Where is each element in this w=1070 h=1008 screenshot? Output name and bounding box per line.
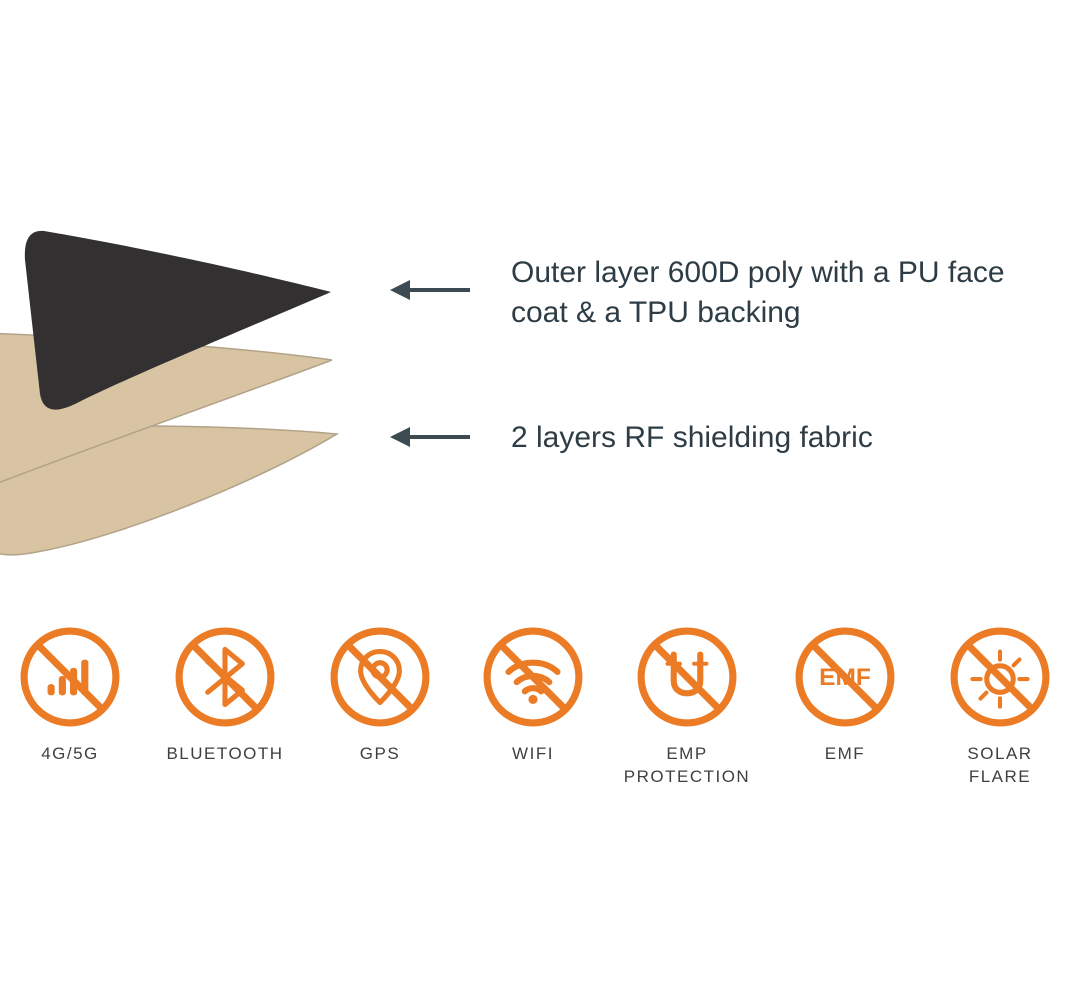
badge-emp-protection: EMP PROTECTION [607, 626, 767, 789]
arrow-left-icon [390, 280, 470, 300]
badge-label: 4G/5G [41, 744, 99, 763]
arrow-left-icon [390, 427, 470, 447]
annotation-rf-shielding: 2 layers RF shielding fabric [511, 421, 873, 454]
badge-solar-flare: SOLAR FLARE [920, 626, 1070, 789]
emf-glyph-text: EMF [819, 664, 871, 691]
badge-no-cellular: 4G/5G [0, 626, 150, 766]
badge-no-wifi: WIFI [453, 626, 613, 766]
magnet-icon [637, 627, 737, 727]
badge-label: SOLAR FLARE [967, 744, 1033, 786]
rf-shielding-layer-2 [0, 425, 340, 556]
badge-label: GPS [359, 744, 401, 763]
badge-no-emf: EMF EMF [765, 626, 925, 766]
badge-label: BLUETOOTH [166, 744, 284, 763]
rf-shielding-layer-1 [0, 332, 333, 484]
emf-icon: EMF [795, 627, 895, 727]
outer-layer [24, 230, 332, 410]
bluetooth-icon [175, 627, 275, 727]
annotation-outer-layer: Outer layer 600D poly with a PU face coa… [511, 256, 1005, 329]
location-pin-icon [330, 627, 430, 727]
badge-no-gps: GPS [300, 626, 460, 766]
badge-no-bluetooth: BLUETOOTH [145, 626, 305, 766]
sun-icon [950, 627, 1050, 727]
wifi-icon [483, 627, 583, 727]
badge-label: EMF [824, 744, 866, 763]
badge-label: EMP PROTECTION [623, 744, 751, 786]
signal-bars-icon [20, 627, 120, 727]
badge-label: WIFI [512, 744, 554, 763]
